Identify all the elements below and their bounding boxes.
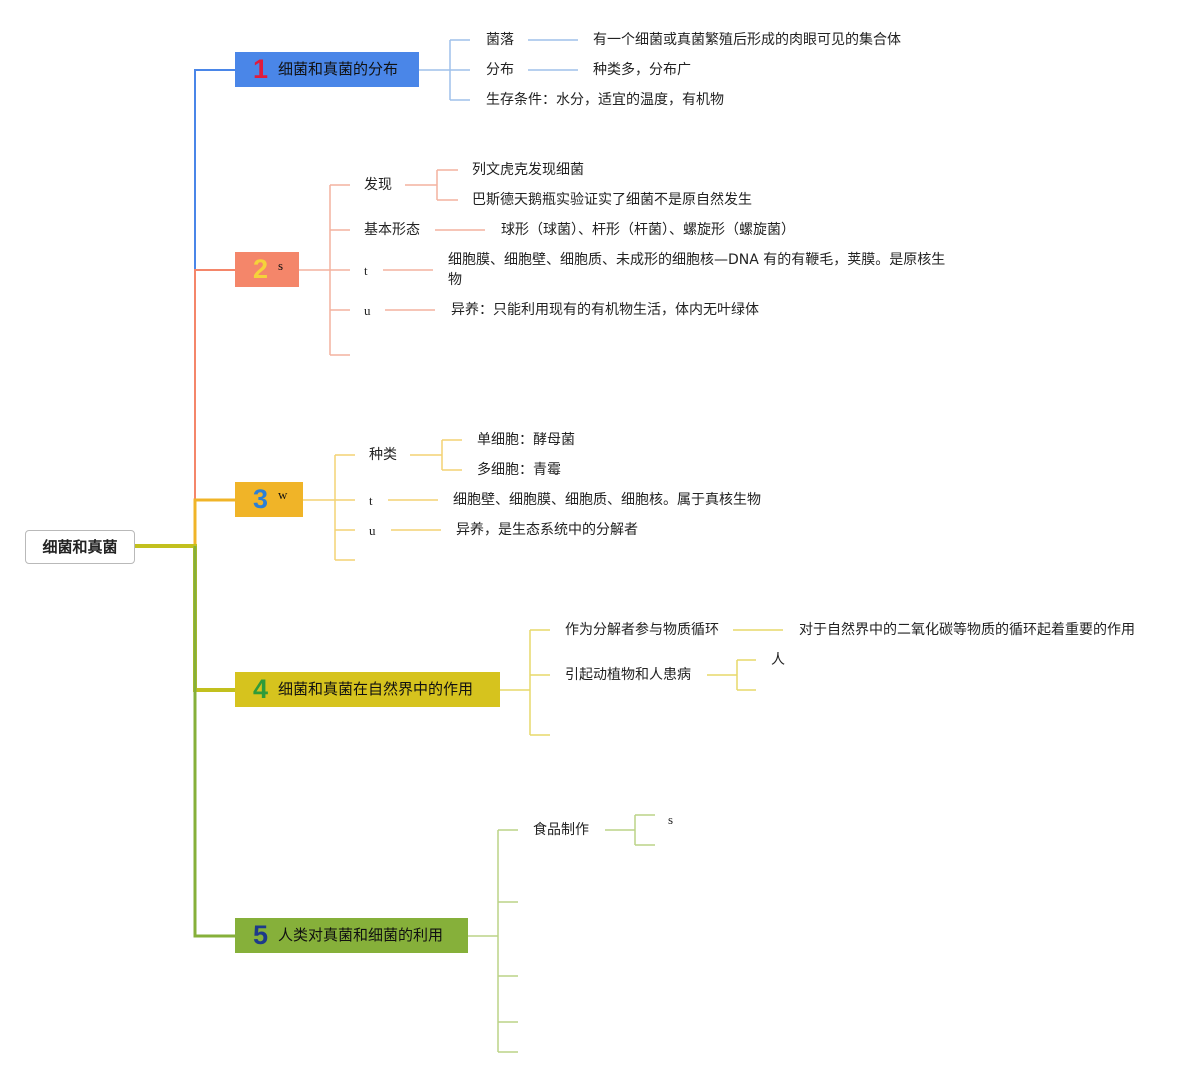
topic-detail[interactable]: 异养，是生态系统中的分解者: [456, 522, 638, 538]
branch-label: w: [278, 487, 288, 502]
branch-4-node[interactable]: 4 细菌和真菌在自然界中的作用: [235, 672, 500, 707]
topic-label[interactable]: 作为分解者参与物质循环: [565, 622, 719, 638]
topic-detail[interactable]: 种类多，分布广: [593, 62, 691, 78]
topic-detail[interactable]: 细胞壁、细胞膜、细胞质、细胞核。属于真核生物: [453, 492, 761, 508]
topic-detail[interactable]: 人: [771, 652, 785, 668]
connector-b4: [500, 629, 783, 736]
topic-label[interactable]: 基本形态: [364, 222, 420, 238]
topic-detail-continued[interactable]: 物: [448, 272, 462, 288]
topic-label[interactable]: t: [369, 493, 373, 508]
root-node[interactable]: 细菌和真菌: [25, 530, 135, 564]
topic-detail[interactable]: 有一个细菌或真菌繁殖后形成的肉眼可见的集合体: [593, 32, 901, 48]
branch-5-node[interactable]: 5 人类对真菌和细菌的利用: [235, 918, 468, 953]
topic-detail[interactable]: 对于自然界中的二氧化碳等物质的循环起着重要的作用: [799, 622, 1135, 638]
connector-b5: [468, 814, 655, 1053]
topic-detail[interactable]: 异养：只能利用现有的有机物生活，体内无叶绿体: [451, 302, 759, 318]
topic-detail[interactable]: 巴斯德天鹅瓶实验证实了细菌不是原自然发生: [472, 192, 752, 208]
connector-b3: [303, 439, 462, 561]
connector-root-b3: [193, 498, 235, 546]
branch-label: 细菌和真菌的分布: [278, 60, 399, 78]
branch-2-node[interactable]: 2 s: [235, 252, 299, 287]
branch-number: 5: [253, 920, 269, 950]
topic-label[interactable]: u: [364, 303, 371, 318]
connector-root-b1: [133, 69, 235, 547]
topic-label[interactable]: 菌落: [486, 32, 514, 48]
branch-label: s: [278, 258, 284, 273]
topic-detail[interactable]: s: [668, 812, 674, 827]
connector-root-b2: [194, 269, 235, 546]
connector-b2: [299, 169, 485, 356]
topic-detail[interactable]: 单细胞：酵母菌: [477, 432, 575, 448]
branch-label: 细菌和真菌在自然界中的作用: [278, 680, 474, 698]
branch-number: 3: [253, 484, 269, 514]
topic-label[interactable]: t: [364, 263, 368, 278]
topic-label[interactable]: 引起动植物和人患病: [565, 667, 691, 683]
topic-label[interactable]: 种类: [369, 447, 397, 463]
connector-root-b5: [193, 546, 235, 938]
branch-3-node[interactable]: 3 w: [235, 482, 303, 517]
topic-detail[interactable]: 列文虎克发现细菌: [472, 162, 584, 178]
topic-label[interactable]: u: [369, 523, 376, 538]
topic-detail[interactable]: 球形（球菌）、杆形（杆菌）、螺旋形（螺旋菌）: [501, 222, 795, 238]
topic-label[interactable]: 食品制作: [533, 822, 589, 838]
branch-label: 人类对真菌和细菌的利用: [278, 926, 444, 944]
branch-number: 1: [253, 54, 269, 84]
topic-label[interactable]: 发现: [364, 177, 392, 193]
topic-detail[interactable]: 多细胞：青霉: [477, 462, 561, 478]
branch-1-node[interactable]: 1 细菌和真菌的分布: [235, 52, 419, 87]
branch-number: 2: [253, 254, 269, 284]
topic-label[interactable]: 分布: [486, 62, 514, 78]
branch-number: 4: [253, 674, 269, 704]
connector-root-b4: [133, 544, 235, 692]
topic-detail[interactable]: 细胞膜、细胞壁、细胞质、未成形的细胞核—DNA 有的有鞭毛，荚膜。是原核生: [448, 252, 946, 268]
connector-b1: [419, 39, 578, 101]
topic-label[interactable]: 生存条件：水分，适宜的温度，有机物: [486, 92, 724, 108]
